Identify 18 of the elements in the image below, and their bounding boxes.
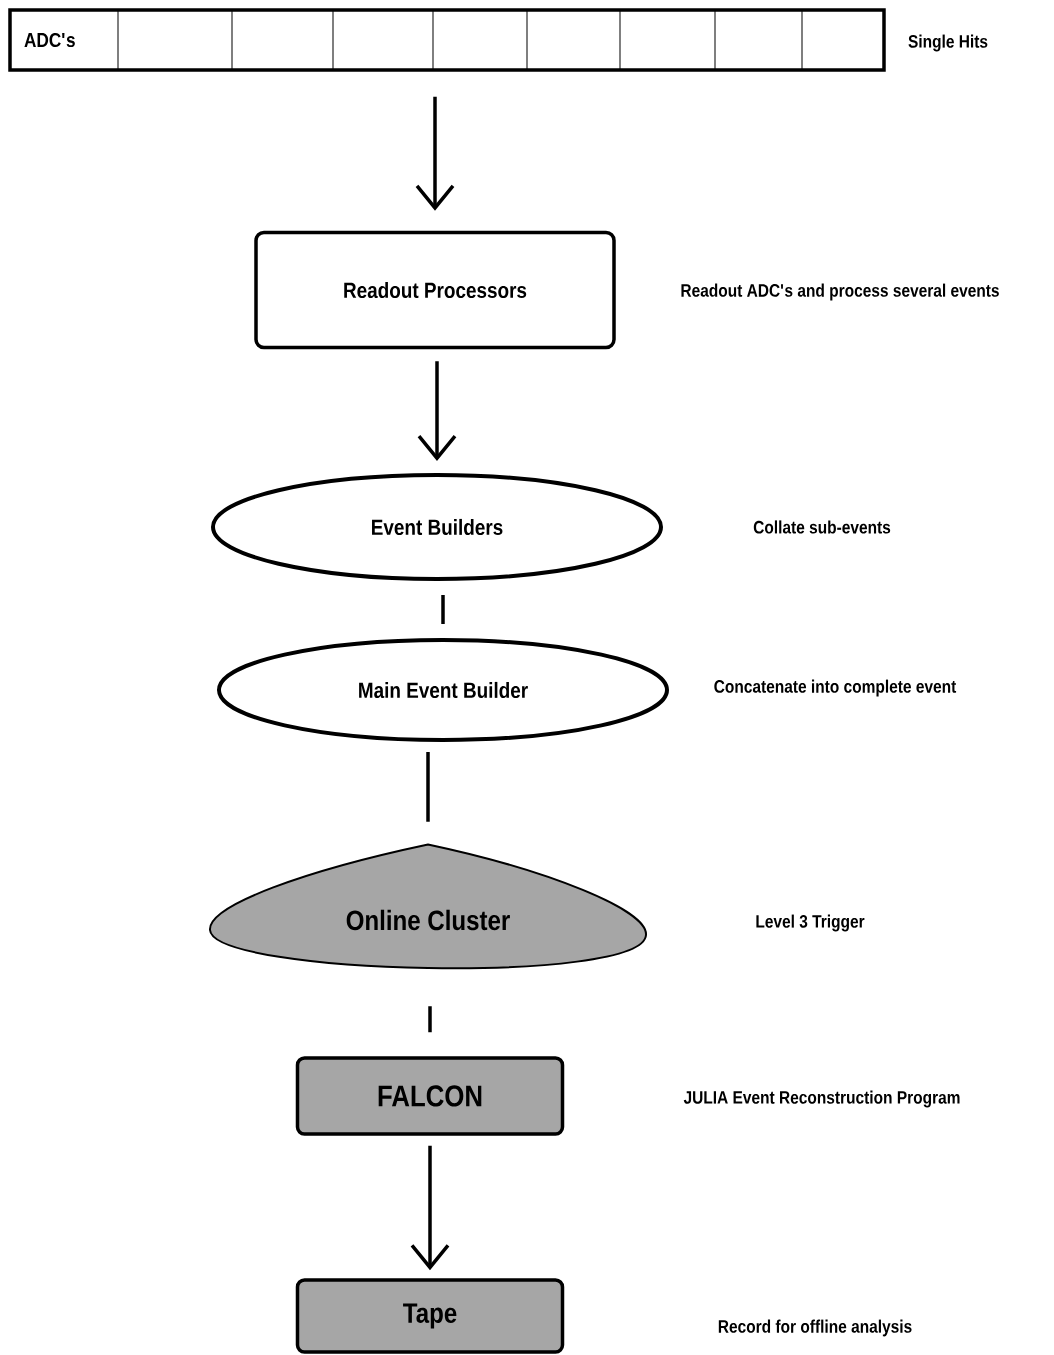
connector-line (426, 752, 430, 822)
side-note: Readout ADC's and process several events (681, 283, 999, 301)
process-box: Tape (295, 1278, 565, 1354)
side-note: Concatenate into complete event (714, 679, 957, 697)
side-note: Single Hits (908, 34, 988, 52)
arrow (410, 1145, 450, 1271)
side-note: JULIA Event Reconstruction Program (683, 1090, 960, 1108)
process-box: FALCON (295, 1056, 565, 1136)
connector-line (441, 595, 445, 624)
arrow (415, 96, 455, 211)
arrow (417, 361, 457, 461)
side-note: Collate sub-events (753, 520, 891, 534)
process-box: Readout Processors (254, 230, 616, 350)
adc-strip: ADC's (8, 8, 886, 72)
side-note: Level 3 Trigger (756, 914, 865, 932)
connector-line (428, 1006, 432, 1033)
side-note: Record for offline analysis (718, 1319, 912, 1337)
cluster-dome: Online Cluster (209, 843, 647, 970)
